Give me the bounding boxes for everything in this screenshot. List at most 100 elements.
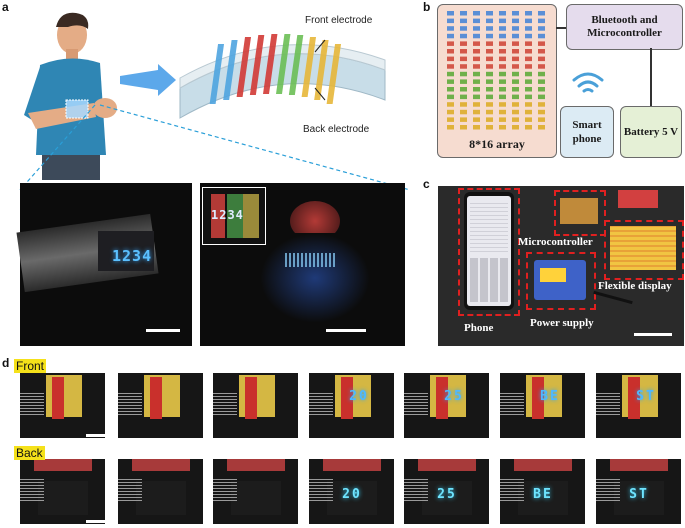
led-pixel <box>525 41 532 46</box>
led-pixel <box>486 109 493 115</box>
led-pixel <box>460 125 467 130</box>
back-tag: Back <box>14 446 45 460</box>
led-pixel <box>460 64 467 69</box>
led-pixel <box>473 33 480 39</box>
led-pixel <box>538 33 545 39</box>
led-pixel <box>473 49 480 54</box>
led-pixel <box>447 109 454 115</box>
frame-redstrip <box>514 459 572 471</box>
led-pixel <box>538 26 545 31</box>
led-pixel <box>460 49 467 54</box>
person-illustration <box>24 12 117 180</box>
frame-pins <box>500 479 524 501</box>
magnify-arrow-icon <box>120 64 176 96</box>
battery-pack <box>534 260 586 300</box>
led-pixel <box>447 56 454 62</box>
led-pixel <box>447 64 454 69</box>
led-pixel <box>460 41 467 46</box>
front-electrode-label: Front electrode <box>305 15 373 26</box>
led-pixel <box>486 125 493 130</box>
led-pixel <box>499 94 506 100</box>
led-pixel <box>447 41 454 46</box>
frame-board <box>327 481 377 515</box>
led-pixel <box>460 87 467 92</box>
led-pixel <box>460 56 467 62</box>
led-pixel <box>486 94 493 100</box>
led-pixel <box>525 18 532 24</box>
display-frame: BE <box>500 373 585 438</box>
frame-redstrip <box>610 459 668 471</box>
phone-device <box>464 192 514 310</box>
frame-text: 25 <box>444 389 464 404</box>
frame-redstrip <box>323 459 381 471</box>
display-frame <box>213 373 298 438</box>
power-supply-highlight <box>526 252 596 310</box>
led-pixel <box>512 49 519 54</box>
microcontroller-highlight <box>554 190 606 236</box>
front-tag: Front <box>14 359 47 373</box>
led-pixel <box>525 26 532 31</box>
display-frame <box>213 459 298 524</box>
led-pixel <box>499 79 506 84</box>
frame-redstrip <box>628 377 640 419</box>
frame-text: 25 <box>437 487 457 502</box>
led-pixel <box>525 109 532 115</box>
frame-redstrip <box>132 459 190 471</box>
frame-text: 20 <box>349 389 369 404</box>
frame-pins <box>500 393 524 415</box>
led-pixel <box>538 71 545 77</box>
led-pixel <box>447 125 454 130</box>
led-pixel <box>512 11 519 16</box>
led-pixel <box>486 79 493 84</box>
led-pixel <box>447 94 454 100</box>
led-pixel <box>499 18 506 24</box>
led-pixel <box>499 33 506 39</box>
led-pixel <box>473 109 480 115</box>
led-pixel <box>512 79 519 84</box>
frame-pins <box>404 393 428 415</box>
frame-redstrip <box>34 459 92 471</box>
led-pixel <box>512 64 519 69</box>
battery-box: Battery 5 V <box>620 106 682 158</box>
frame-pins <box>213 479 237 501</box>
display-frame <box>118 373 203 438</box>
led-pixel <box>499 71 506 77</box>
frame-board <box>231 481 281 515</box>
led-pixel <box>447 71 454 77</box>
frame-redstrip <box>227 459 285 471</box>
led-pixel <box>486 71 493 77</box>
display-frame: 25 <box>404 373 489 438</box>
led-pixel <box>447 117 454 122</box>
led-pixel <box>538 117 545 122</box>
array-controller-connector <box>556 27 566 29</box>
led-pixel <box>499 41 506 46</box>
led-pixel <box>512 71 519 77</box>
led-pixel <box>486 64 493 69</box>
array-label: 8*16 array <box>469 137 525 151</box>
frame-text: BE <box>533 487 553 502</box>
system-photo: Microcontroller Flexible display Phone P… <box>438 186 684 346</box>
led-pixel <box>538 18 545 24</box>
flexible-display-label: Flexible display <box>598 280 672 292</box>
inset-frame: 1234 <box>202 187 266 245</box>
led-pixel <box>512 117 519 122</box>
led-pixel <box>460 79 467 84</box>
frame-pins <box>596 393 620 415</box>
inset-display-text: 1234 <box>211 208 244 222</box>
scale-bar <box>86 434 110 437</box>
led-pixel <box>447 26 454 31</box>
frame-redstrip <box>52 377 64 419</box>
led-pixel <box>460 26 467 31</box>
wrist-photo: 1234 <box>16 183 192 346</box>
scale-bar <box>634 333 672 336</box>
flexible-display-board <box>610 226 676 270</box>
display-frame <box>20 373 105 438</box>
microcontroller-board <box>560 198 598 224</box>
frame-board <box>614 481 664 515</box>
led-pixel <box>460 71 467 77</box>
wifi-icon <box>572 72 604 93</box>
phone-label: Phone <box>464 322 494 334</box>
led-pixel <box>512 56 519 62</box>
led-pixel <box>525 125 532 130</box>
led-pixel <box>525 71 532 77</box>
